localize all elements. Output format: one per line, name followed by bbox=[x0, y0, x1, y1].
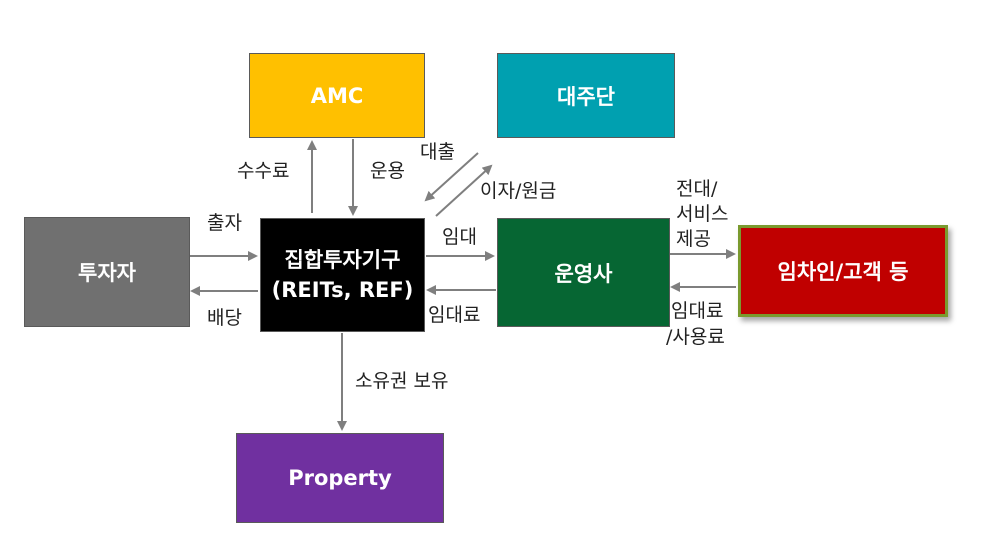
vehicle-label-line1: 집합투자기구 bbox=[284, 248, 401, 272]
investor-box: 투자자 bbox=[24, 217, 190, 327]
dividend-label: 배당 bbox=[207, 307, 242, 329]
fee-label: 수수료 bbox=[237, 160, 290, 182]
interest-arrow bbox=[435, 164, 493, 217]
tenant-rent-label-line1: 임대료 bbox=[671, 300, 724, 322]
operator-box: 운영사 bbox=[497, 218, 670, 327]
vehicle-box: 집합투자기구 (REITs, REF) bbox=[260, 218, 425, 332]
lease-label: 임대 bbox=[442, 226, 477, 248]
vehicle-label-line2: (REITs, REF) bbox=[271, 278, 414, 302]
investment-label: 출자 bbox=[207, 212, 242, 234]
operator-label: 운영사 bbox=[554, 261, 613, 286]
tenant-rent-label-line2: /사용료 bbox=[666, 326, 725, 348]
lender-label: 대주단 bbox=[557, 84, 615, 109]
tenant-box: 임차인/고객 등 bbox=[738, 225, 948, 317]
tenant-label: 임차인/고객 등 bbox=[777, 260, 909, 284]
ownership-label: 소유권 보유 bbox=[355, 370, 449, 392]
loan-arrow bbox=[424, 152, 479, 202]
property-box: Property bbox=[236, 433, 444, 523]
sublease-label-line2: 서비스 bbox=[676, 203, 729, 225]
loan-label: 대출 bbox=[420, 141, 455, 163]
investor-label: 투자자 bbox=[78, 261, 136, 285]
amc-label: AMC bbox=[310, 83, 364, 108]
sublease-label-line3: 제공 bbox=[676, 228, 711, 250]
sublease-label-line1: 전대/ bbox=[676, 178, 718, 200]
lender-box: 대주단 bbox=[497, 53, 675, 138]
amc-box: AMC bbox=[249, 53, 425, 138]
management-label: 운용 bbox=[370, 160, 405, 182]
rent-label: 임대료 bbox=[428, 304, 481, 326]
interest-label: 이자/원금 bbox=[480, 180, 557, 202]
property-label: Property bbox=[288, 466, 392, 490]
